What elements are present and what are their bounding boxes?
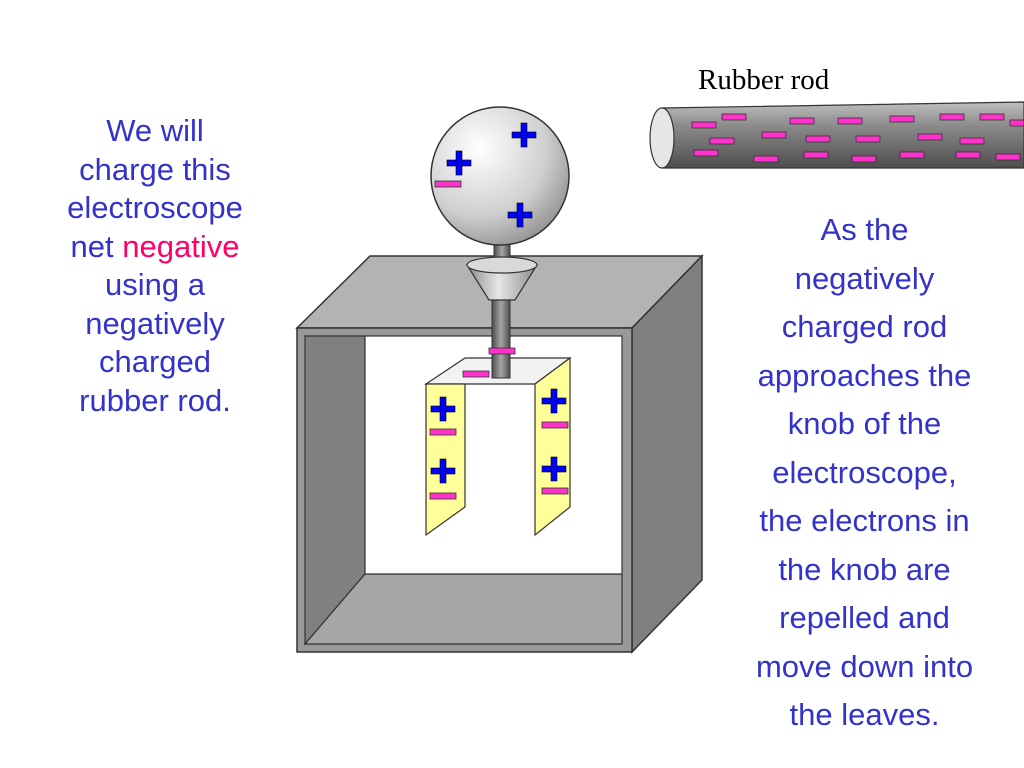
left-line-5: using a [105,267,205,302]
minus-sign [855,135,881,143]
plus-sign [430,458,456,484]
minus-sign [721,113,747,121]
right-line: As the [820,212,909,247]
minus-sign [837,117,863,125]
minus-sign [761,131,787,139]
electroscope-stem-lower [491,295,511,379]
rubber-rod-label: Rubber rod [698,64,830,96]
right-line: charged rod [781,309,948,344]
insulator-funnel [465,256,539,301]
minus-sign [709,137,735,145]
plus-sign [541,456,567,482]
plus-sign [541,388,567,414]
plus-sign [446,150,472,176]
right-line: the leaves. [789,697,940,732]
minus-sign [429,428,457,436]
minus-sign [979,113,1005,121]
minus-sign [917,133,943,141]
minus-sign [434,180,462,188]
minus-sign [693,149,719,157]
minus-sign [753,155,779,163]
minus-sign [789,117,815,125]
minus-sign [995,153,1021,161]
electroscope-knob [430,106,570,246]
rod-end-cap [649,107,675,169]
knob-charges [434,122,537,228]
minus-sign [691,121,717,129]
right-line: move down into [755,648,974,684]
right-leaf [534,356,571,537]
plus-sign [511,122,537,148]
minus-sign [462,370,490,378]
left-line-2: charge this [79,151,231,187]
right-leaf-charges [541,388,569,495]
right-explanation: As the negatively charged rod approaches… [722,206,1007,740]
left-line-7: charged [98,344,212,379]
right-line: approaches the [757,357,972,393]
plus-sign [430,396,456,422]
left-explanation: We will charge this electroscope net neg… [30,112,280,420]
minus-sign [805,135,831,143]
left-line-1: We will [106,113,204,148]
minus-sign [803,151,829,159]
minus-sign [541,487,569,495]
left-leaf-charges [429,396,457,500]
rod-charges [691,113,1024,163]
left-line-4: net negative [30,228,280,267]
minus-sign [429,492,457,500]
right-line: the knob are [778,551,951,587]
minus-sign [541,421,569,429]
left-line-6: negatively [85,305,225,341]
minus-sign [1009,119,1024,127]
minus-sign [889,115,915,123]
minus-sign [488,347,516,355]
right-line: negatively [794,260,935,296]
rubber-rod [649,101,1024,169]
left-line-8: rubber rod. [79,382,231,418]
right-line: the electrons in [759,503,970,538]
minus-sign [955,151,981,159]
negative-highlight: negative [122,228,240,264]
minus-sign [939,113,965,121]
minus-sign [899,151,925,159]
left-line-4-prefix: net [70,228,114,264]
right-line: repelled and [779,600,950,635]
minus-sign [851,155,877,163]
right-line: electroscope, [772,454,957,490]
plus-sign [507,202,533,228]
left-line-3: electroscope [67,190,243,225]
minus-sign [959,137,985,145]
right-line: knob of the [787,406,942,441]
